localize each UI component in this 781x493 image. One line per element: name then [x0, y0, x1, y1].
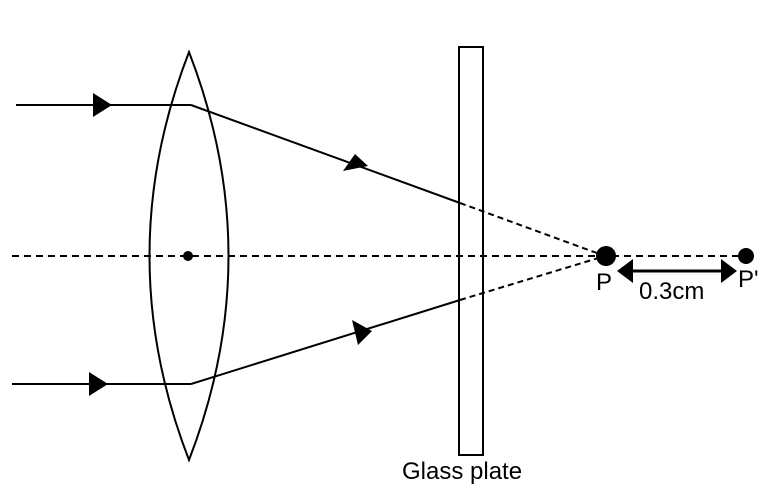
point-p-prime-label: P': [738, 266, 759, 293]
refracted-ray-bottom: [190, 299, 461, 385]
distance-arrowhead-right: [721, 259, 737, 283]
point-p-prime-marker: [738, 248, 754, 264]
refracted-ray-top: [190, 104, 461, 204]
arrowhead-refracted-top: [343, 154, 368, 171]
ray-top-dashed: [459, 202, 606, 257]
point-p-marker: [596, 246, 616, 266]
ray-bottom-dashed: [459, 255, 606, 301]
glass-plate: [458, 46, 484, 456]
point-p-label: P: [596, 269, 612, 296]
arrowhead-incident-bottom: [89, 372, 108, 396]
convex-lens: [148, 49, 230, 463]
distance-arrowhead-left: [617, 259, 633, 283]
lens-center: [183, 251, 193, 261]
glass-plate-label: Glass plate: [402, 458, 522, 485]
arrowhead-incident-top: [93, 93, 112, 117]
arrowhead-refracted-bottom: [352, 320, 372, 345]
distance-label: 0.3cm: [639, 278, 704, 305]
